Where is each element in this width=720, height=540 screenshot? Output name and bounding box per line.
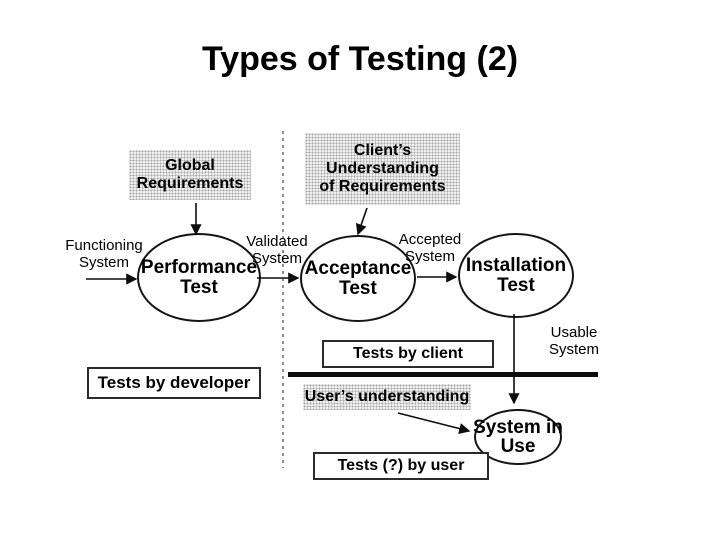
dashed-divider-line: [282, 131, 284, 468]
developer-client-separator-line: [288, 372, 598, 377]
functioning-system-label: Functioning System: [65, 237, 143, 271]
users-understanding-box: User’s understanding: [303, 384, 471, 410]
clients-understanding-box: Client’s Understanding of Requirements: [305, 133, 460, 205]
installation-test-node: Installation Test: [458, 233, 574, 318]
performance-test-node: Performance Test: [137, 233, 261, 322]
acceptance-test-node: Acceptance Test: [300, 235, 416, 322]
global-requirements-box: Global Requirements: [129, 150, 251, 200]
arrow-clients-to-acceptance: [355, 207, 368, 236]
arrow-users-understanding-to-system-in-use: [397, 412, 471, 435]
validated-system-label: Validated System: [246, 233, 308, 267]
tests-by-developer-box: Tests by developer: [87, 367, 261, 399]
tests-by-user-box: Tests (?) by user: [313, 452, 489, 480]
tests-by-client-box: Tests by client: [322, 340, 494, 368]
usable-system-label: Usable System: [548, 324, 599, 358]
slide-title: Types of Testing (2): [201, 40, 519, 78]
accepted-system-label: Accepted System: [398, 231, 462, 265]
